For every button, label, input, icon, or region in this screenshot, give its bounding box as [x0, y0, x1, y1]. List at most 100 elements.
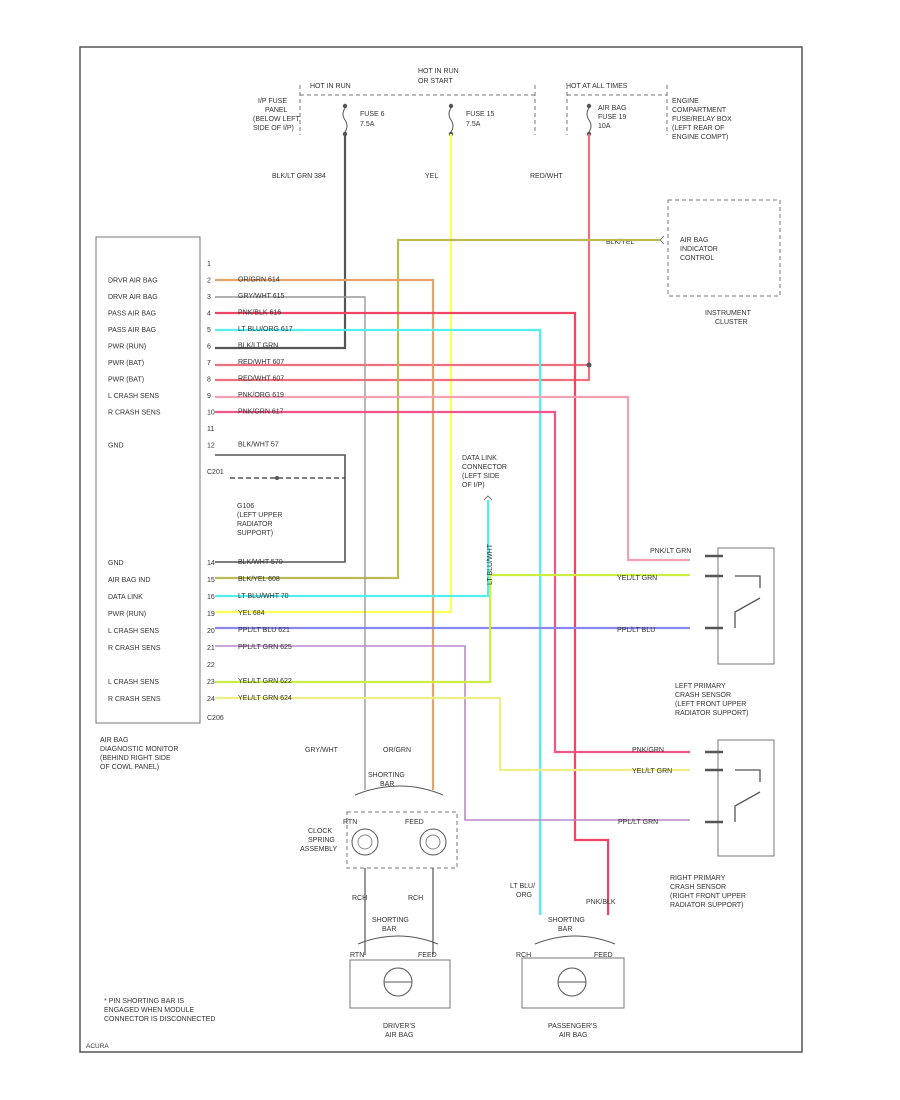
pin-number: 21 [207, 645, 215, 652]
svg-text:CRASH SENSOR: CRASH SENSOR [675, 692, 731, 699]
svg-text:DIAGNOSTIC MONITOR: DIAGNOSTIC MONITOR [100, 746, 178, 753]
wires [215, 134, 690, 915]
svg-text:CLOCK: CLOCK [308, 828, 332, 835]
fuse-15-label: FUSE 15 7.5A [466, 111, 495, 128]
svg-text:(LEFT FRONT UPPER: (LEFT FRONT UPPER [675, 701, 746, 708]
svg-text:OR/GRN: OR/GRN [383, 747, 411, 754]
wire-ppl-ltgrn [215, 645, 690, 821]
svg-text:PPL/LT BLU: PPL/LT BLU [617, 627, 655, 634]
svg-text:AIR BAG: AIR BAG [559, 1032, 587, 1039]
svg-text:I/P FUSE: I/P FUSE [258, 98, 287, 105]
svg-text:LT BLU/: LT BLU/ [510, 883, 535, 890]
pin-wire-label: OR/GRN 614 [238, 277, 280, 284]
fuse-15-symbol [448, 103, 454, 137]
svg-text:RIGHT PRIMARY: RIGHT PRIMARY [670, 875, 726, 882]
svg-text:CONTROL: CONTROL [680, 255, 714, 262]
pin-number: 10 [207, 410, 215, 417]
wire-yel-ltgrn-l [215, 573, 690, 684]
pin-function-label: L CRASH SENS [108, 679, 159, 686]
pin-wire-label: GRY/WHT 615 [238, 293, 285, 300]
pin-number: 23 [207, 679, 215, 686]
fuse-19-label: AIR BAG FUSE 19 10A [598, 105, 627, 130]
pin-number: 3 [207, 294, 211, 301]
engine-compartment-label: ENGINE COMPARTMENT FUSE/RELAY BOX (LEFT … [672, 98, 732, 141]
fuse-6-label: FUSE 6 7.5A [360, 111, 385, 128]
pin-number: 20 [207, 628, 215, 635]
svg-text:10A: 10A [598, 123, 611, 130]
svg-text:7.5A: 7.5A [360, 121, 375, 128]
svg-text:PNK/LT GRN: PNK/LT GRN [650, 548, 691, 555]
svg-text:RTN: RTN [343, 819, 357, 826]
svg-text:(LEFT REAR OF: (LEFT REAR OF [672, 125, 724, 132]
svg-text:* PIN SHORTING BAR IS: * PIN SHORTING BAR IS [104, 998, 184, 1005]
right-crash-sensor: PNK/GRN YEL/LT GRN PPL/LT GRN RIGHT PRIM… [618, 739, 775, 909]
svg-text:BAR: BAR [380, 781, 394, 788]
pin-function-label: R CRASH SENS [108, 696, 161, 703]
connector-c201: C201 [207, 469, 224, 476]
svg-text:DATA LINK: DATA LINK [462, 455, 497, 462]
pin-function-label: DRVR AIR BAG [108, 278, 158, 285]
pin-number: 14 [207, 560, 215, 567]
svg-text:AIR BAG: AIR BAG [598, 105, 626, 112]
wire-red-wht [215, 134, 591, 382]
svg-text:ENGINE COMPT): ENGINE COMPT) [672, 134, 728, 141]
module-pin-row: 22 [207, 662, 215, 669]
svg-text:FUSE 19: FUSE 19 [598, 114, 627, 121]
hot-run-label: HOT IN RUN [310, 83, 351, 90]
wire-ltblu-org [215, 328, 542, 915]
svg-text:OF COWL PANEL): OF COWL PANEL) [100, 764, 159, 771]
wire-label-yel: YEL [425, 173, 438, 180]
left-crash-sensor: PNK/LT GRN YEL/LT GRN PPL/LT BLU LEFT PR… [617, 547, 775, 717]
pin-function-label: AIR BAG IND [108, 577, 150, 584]
instrument-cluster: BLK/YEL AIR BAG INDICATOR CONTROL INSTRU… [606, 199, 781, 326]
ip-fuse-panel-label: I/P FUSE PANEL (BELOW LEFT SIDE OF I/P) [253, 98, 300, 132]
svg-text:G106: G106 [237, 503, 254, 510]
fuse-area: HOT IN RUN HOT IN RUN OR START HOT AT AL… [253, 68, 732, 180]
wire-gnd [215, 454, 346, 563]
wire-yel [215, 134, 453, 614]
passenger-airbag: LT BLU/ ORG PNK/BLK SHORTING BAR RCH FEE… [510, 883, 625, 1039]
wire-label-blk-grn: BLK/LT GRN 384 [272, 173, 326, 180]
pin-wire-label: RED/WHT 607 [238, 359, 284, 366]
pin-number: 9 [207, 393, 211, 400]
svg-text:PNK/BLK: PNK/BLK [586, 899, 616, 906]
wire-yel-ltgrn-r [215, 696, 690, 772]
svg-text:ENGAGED WHEN MODULE: ENGAGED WHEN MODULE [104, 1007, 195, 1014]
data-link-connector: DATA LINK CONNECTOR (LEFT SIDE OF I/P) L… [462, 455, 507, 585]
pin-wire-label: PNK/BLK 616 [238, 310, 281, 317]
ground-symbol [230, 476, 345, 480]
pin-function-label: PASS AIR BAG [108, 311, 156, 318]
wire-blk-ltgrn [215, 134, 347, 350]
svg-text:INSTRUMENT: INSTRUMENT [705, 310, 752, 317]
driver-airbag: SHORTING BAR RTN FEED DRIVER'S AIR BAG [349, 917, 451, 1039]
data-link-wire-label: LT BLU/WHT [487, 543, 494, 585]
pin-wire-label: BLK/YEL 608 [238, 576, 280, 583]
pin-number: 16 [207, 594, 215, 601]
pin-function-label: L CRASH SENS [108, 393, 159, 400]
pin-function-label: GND [108, 560, 124, 567]
pin-number: 6 [207, 344, 211, 351]
svg-text:RTN: RTN [350, 952, 364, 959]
svg-text:(LEFT SIDE: (LEFT SIDE [462, 473, 500, 480]
hot-run-label-2: HOT IN RUN [418, 68, 459, 75]
wire-pnk-org [215, 395, 690, 562]
svg-text:SHORTING: SHORTING [368, 772, 405, 779]
svg-text:BAR: BAR [382, 926, 396, 933]
module-title: AIR BAG DIAGNOSTIC MONITOR (BEHIND RIGHT… [100, 737, 178, 771]
pin-number: 19 [207, 611, 215, 618]
pin-number: 7 [207, 360, 211, 367]
svg-text:YEL/LT GRN: YEL/LT GRN [632, 768, 672, 775]
pin-function-label: R CRASH SENS [108, 410, 161, 417]
